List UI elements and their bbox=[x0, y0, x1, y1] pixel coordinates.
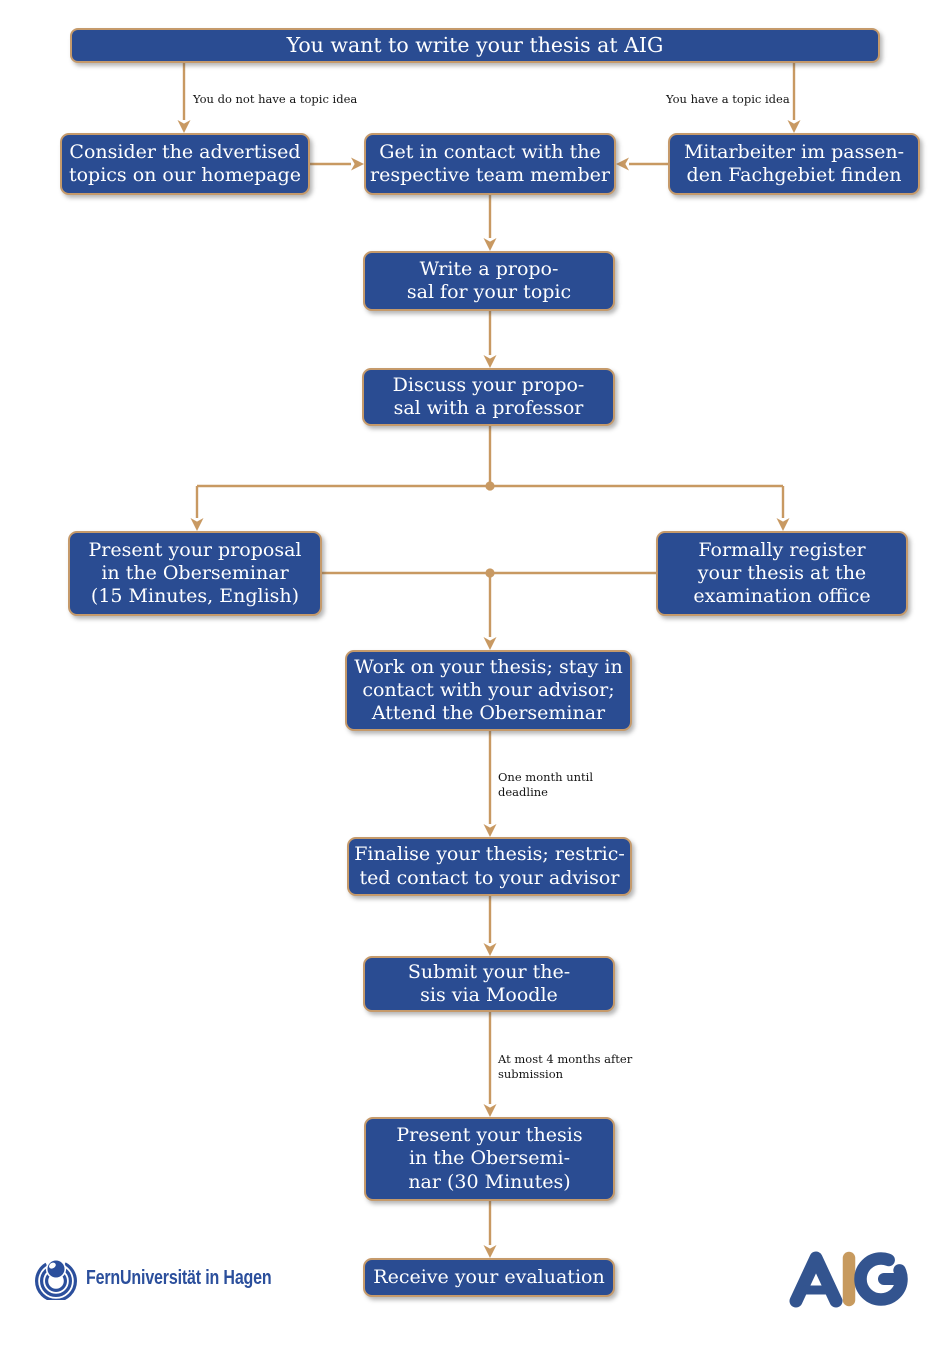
node-consider-topics: Consider the advertised topics on our ho… bbox=[60, 133, 310, 195]
node-register-thesis: Formally register your thesis at the exa… bbox=[656, 531, 908, 616]
fernuni-logo-ball-highlight bbox=[49, 1262, 56, 1269]
fernuni-logo-ball bbox=[45, 1258, 67, 1280]
node-contact-team-member: Get in contact with the respective team … bbox=[364, 133, 616, 195]
node-submit-thesis: Submit your the- sis via Moodle bbox=[363, 956, 615, 1012]
node-present-thesis: Present your thesis in the Obersemi- nar… bbox=[364, 1117, 615, 1201]
node-receive-evaluation: Receive your evaluation bbox=[363, 1258, 615, 1297]
fernuni-wordmark: FernUniversität in Hagen bbox=[86, 1266, 272, 1289]
edge-label-one-month: One month until deadline bbox=[498, 770, 594, 799]
aig-logo bbox=[789, 1251, 908, 1308]
edge-label-has-topic-idea: You have a topic idea bbox=[666, 92, 790, 106]
edge-label-four-months: At most 4 months after submission bbox=[498, 1052, 633, 1081]
aig-letter-a bbox=[789, 1251, 843, 1308]
junction-dot-branch bbox=[485, 481, 495, 491]
node-start: You want to write your thesis at AIG bbox=[70, 28, 880, 63]
node-work-on-thesis: Work on your thesis; stay in contact wit… bbox=[345, 650, 632, 731]
node-discuss-proposal: Discuss your propo- sal with a professor bbox=[362, 368, 615, 426]
fernuni-logo-mark bbox=[35, 1258, 77, 1300]
node-find-mitarbeiter: Mitarbeiter im passen- den Fachgebiet fi… bbox=[668, 133, 920, 195]
node-write-proposal: Write a propo- sal for your topic bbox=[363, 251, 615, 311]
node-present-proposal: Present your proposal in the Oberseminar… bbox=[68, 531, 322, 616]
edge-label-no-topic-idea: You do not have a topic idea bbox=[193, 92, 358, 106]
junction-dot-collect bbox=[485, 568, 495, 578]
fernuni-logo: FernUniversität in Hagen bbox=[33, 1256, 324, 1300]
node-finalise-thesis: Finalise your thesis; restric- ted conta… bbox=[347, 837, 632, 896]
